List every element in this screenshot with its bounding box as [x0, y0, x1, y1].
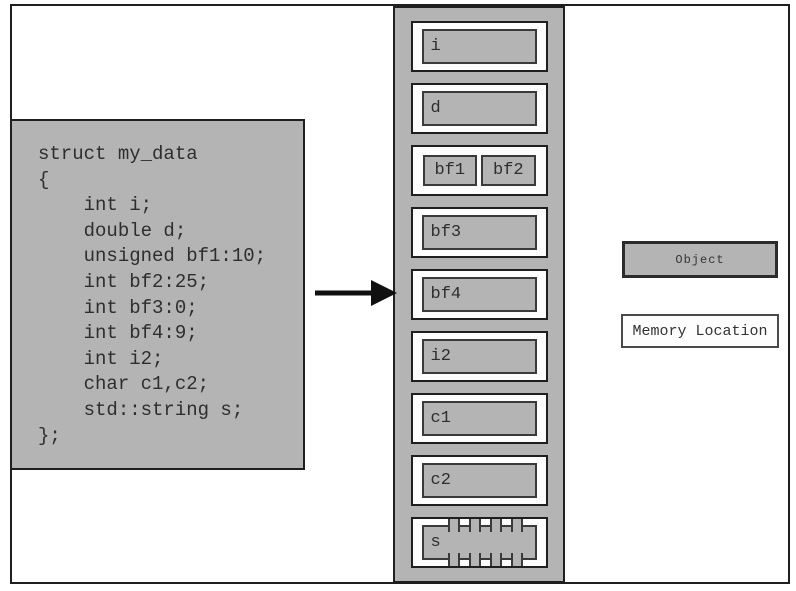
object-label: i2 — [430, 347, 451, 366]
object-box: i2 — [421, 339, 537, 374]
object-box: c2 — [421, 463, 537, 498]
memory-span-tab — [468, 519, 481, 532]
object-label: c2 — [430, 471, 451, 490]
object-box: i — [421, 29, 537, 64]
object-label: bf1 — [434, 161, 466, 180]
memory-span-tab — [447, 553, 460, 566]
memory-location-cell: i2 — [410, 331, 548, 382]
memory-span-tab — [489, 553, 502, 566]
legend-object-swatch: Object — [622, 241, 778, 278]
object-box: bf1 — [422, 155, 477, 186]
object-label: c1 — [430, 409, 451, 428]
object-box: d — [421, 91, 537, 126]
memory-location-cell: bf1 bf2 — [410, 145, 548, 196]
memory-location-cell: d — [410, 83, 548, 134]
memory-location-cell: bf3 — [410, 207, 548, 258]
object-box: bf2 — [481, 155, 536, 186]
object-label: s — [430, 533, 441, 552]
object-box: c1 — [421, 401, 537, 436]
memory-span-tab — [489, 519, 502, 532]
memory-location-cell: i — [410, 21, 548, 72]
object-label: bf3 — [430, 223, 462, 242]
legend-memory-location-label: Memory Location — [632, 322, 768, 340]
object-label: d — [430, 99, 441, 118]
object-label: bf4 — [430, 285, 462, 304]
legend-object-label: Object — [675, 252, 725, 267]
memory-span-tab — [510, 553, 523, 566]
object-label: bf2 — [492, 161, 524, 180]
memory-span-tab — [447, 519, 460, 532]
memory-span-tab — [510, 519, 523, 532]
memory-location-cell: s — [410, 517, 548, 568]
object-box: bf4 — [421, 277, 537, 312]
memory-location-cell: c1 — [410, 393, 548, 444]
memory-location-cell: bf4 — [410, 269, 548, 320]
object-box: bf3 — [421, 215, 537, 250]
memory-location-cell: c2 — [410, 455, 548, 506]
legend-memory-location-swatch: Memory Location — [621, 314, 779, 348]
object-label: i — [430, 37, 441, 56]
memory-span-tab — [468, 553, 481, 566]
maps-to-arrow-icon — [315, 280, 397, 306]
struct-definition-code: struct my_data { int i; double d; unsign… — [10, 119, 305, 470]
memory-column: i d bf1 bf2 bf3 bf4 i2 c1 c2 s — [393, 6, 565, 583]
